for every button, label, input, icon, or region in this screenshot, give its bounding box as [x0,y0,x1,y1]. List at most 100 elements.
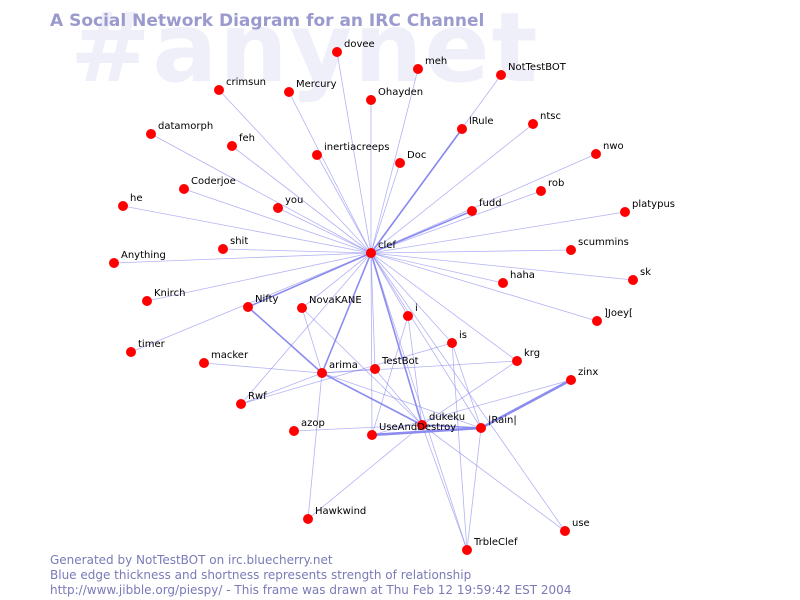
node-i [403,311,413,321]
edge-clef-fudd [370,210,473,254]
edge-clef-coderjoe [183,188,372,254]
node-label-rob: rob [548,178,564,189]
node-platypus [620,207,630,217]
node-haha [498,278,508,288]
node-nwo [591,149,601,159]
node-azop [289,426,299,436]
node-novakane [297,303,307,313]
edge-clef-testbot [370,252,376,370]
node-label-knirch: Knirch [154,288,185,299]
node-label-joey: ]Joey[ [604,308,633,319]
edge-clef-crimsun [218,89,372,254]
footer-legend-note: Blue edge thickness and shortness repres… [50,568,472,582]
node-label-nottestbot: NotTestBOT [508,62,567,73]
edge-clef-lrule [370,128,463,254]
node-label-use: use [572,518,590,529]
node-feh [227,141,237,151]
edge-arima-rwf [240,372,323,405]
node-meh [413,64,423,74]
node-label-scummins: scummins [578,237,629,248]
node-useanddestroy [367,430,377,440]
node-label-he: he [130,193,143,204]
node-label-novakane: NovaKANE [309,295,362,306]
node-label-nifty: Nifty [255,294,279,305]
node-label-clef: clef [378,240,396,251]
node-label-hawkwind: Hawkwind [315,506,366,517]
node-lrule [457,124,467,134]
node-label-you: you [285,195,303,206]
node-anything [109,258,119,268]
node-label-rwf: Rwf [248,391,267,402]
node-label-datamorph: datamorph [158,121,213,132]
edge-clef-use [370,252,566,532]
node-shit [218,244,228,254]
node-is [447,338,457,348]
node-scummins [566,245,576,255]
edge-clef-useanddestroy [370,252,373,436]
node-inertiacreeps [312,150,322,160]
node-label-sk: sk [640,267,651,278]
node-trbleclef [462,545,472,555]
node-label-inertiacreeps: inertiacreeps [324,142,389,153]
node-fudd [467,206,477,216]
node-label-timer: timer [138,339,166,350]
edge-arima-novakane [301,307,323,374]
edge-rain-is [451,342,482,429]
node-rain [476,423,486,433]
node-label-lrule: lRule [469,116,494,127]
edge-clef-krg [370,252,518,362]
edge-dukeku-trbleclef [421,424,468,551]
node-label-feh: feh [239,133,255,144]
edge-clef-doc [370,162,401,254]
edge-clef-rwf [240,252,372,405]
node-zinx [566,375,576,385]
edge-clef-anything [113,252,372,264]
node-nottestbot [496,70,506,80]
edge-clef-rob [370,190,542,254]
node-ntsc [528,119,538,129]
node-joey [592,316,602,326]
node-label-testbot: TestBot [381,356,419,367]
node-label-trbleclef: TrbleClef [473,537,518,548]
node-label-coderjoe: Coderjoe [191,176,236,187]
edge-clef-shit [222,248,372,254]
edge-clef-nwo [370,153,597,254]
edge-useanddestroy-zinx [371,379,572,436]
edge-clef-he [122,205,372,254]
edge-clef-datamorph [150,133,372,254]
node-label-fudd: fudd [479,198,502,209]
node-label-i: i [415,303,418,314]
channel-watermark: #anynet [70,0,540,104]
node-label-useanddestroy: UseAndDestroy [379,422,456,433]
node-testbot [370,364,380,374]
node-dukeku [417,420,427,430]
node-label-macker: macker [211,350,249,361]
node-sk [628,275,638,285]
edge-clef-joey [370,252,598,322]
node-macker [199,358,209,368]
node-label-rain: |Rain| [488,415,517,426]
node-dovee [332,47,342,57]
edge-i-dukeku [407,315,423,426]
node-timer [126,347,136,357]
edge-clef-meh [370,68,419,254]
edge-nifty-arima [247,306,323,374]
edge-dukeku-use [421,424,566,532]
edges-layer [113,51,634,551]
node-label-ntsc: ntsc [540,111,561,122]
edge-clef-knirch [146,252,372,302]
node-coderjoe [179,184,189,194]
node-mercury [284,87,294,97]
node-label-anything: Anything [121,250,166,261]
node-you [273,203,283,213]
edge-clef-ntsc [370,123,534,254]
edge-clef-arima [321,252,372,374]
edge-rain-trbleclef [466,427,482,551]
node-label-arima: arima [329,360,358,371]
node-label-doc: Doc [407,150,426,161]
node-arima [317,368,327,378]
edge-useanddestroy-i [371,315,409,436]
edge-is-trbleclef [451,342,468,551]
node-clef [366,248,376,258]
